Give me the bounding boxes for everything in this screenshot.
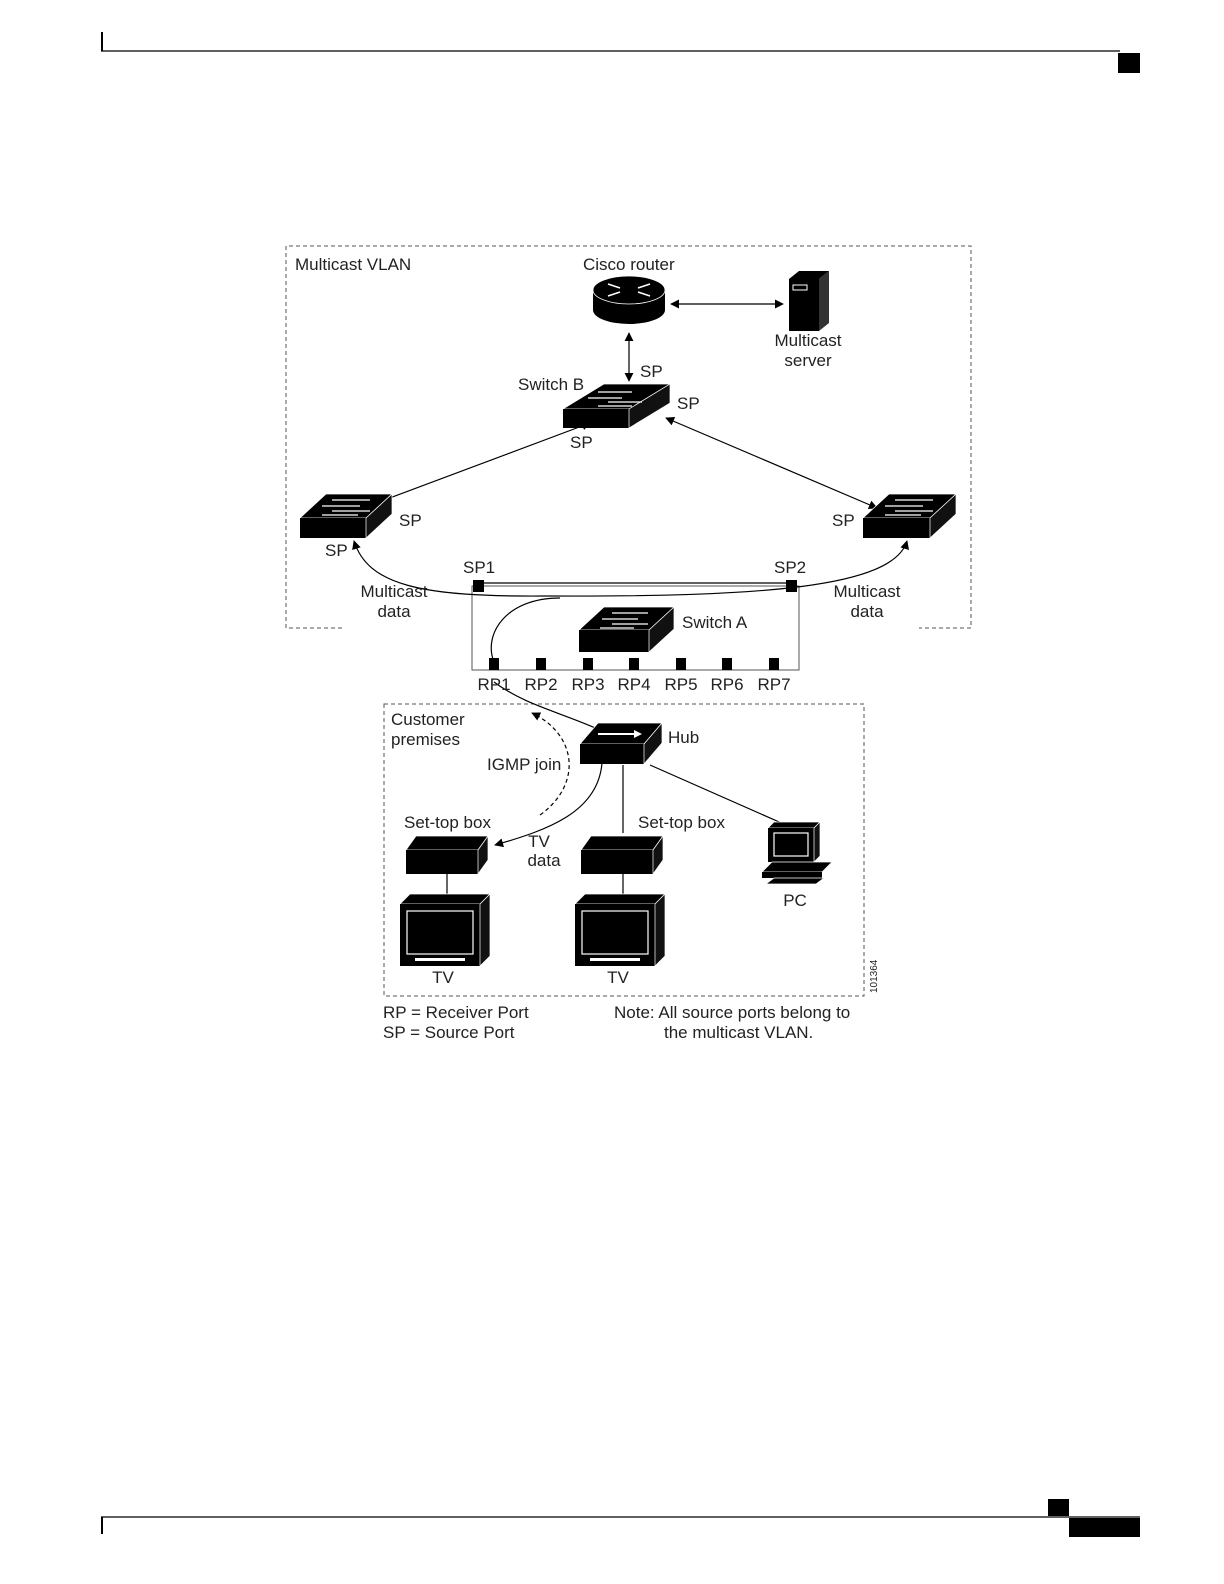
igmp-join-label: IGMP join	[487, 755, 561, 774]
tv-left-icon	[399, 893, 491, 967]
rp1-hub-link	[493, 681, 601, 731]
right-switch-icon	[862, 493, 957, 539]
switch-b-sp-right-label: SP	[677, 394, 700, 413]
rp1-port	[489, 658, 499, 670]
right-multicast-data-line1: Multicast	[833, 582, 900, 601]
set-top-box-right-label: Set-top box	[638, 813, 725, 832]
labels: Multicast VLAN Cisco router Multicast se…	[295, 255, 901, 993]
multicast-data-right-flow	[544, 540, 909, 597]
multicast-vlan-label: Multicast VLAN	[295, 255, 411, 274]
rp3-port	[583, 658, 593, 670]
switch-b-sp-bottom-label: SP	[570, 433, 593, 452]
tv-left-label: TV	[432, 968, 454, 987]
rp5-port	[676, 658, 686, 670]
rp6-port	[722, 658, 732, 670]
rp7-port	[769, 658, 779, 670]
igmp-join-flow	[531, 712, 570, 816]
sp1-rp1-path	[490, 597, 561, 663]
switch-b-right-switch-link	[665, 417, 878, 509]
left-multicast-data-line2: data	[377, 602, 411, 621]
rp1-label: RP1	[477, 675, 510, 694]
page-header	[101, 32, 1140, 73]
figure-id: 101364	[869, 959, 880, 993]
customer-premises-label-line2: premises	[391, 730, 460, 749]
tv-data-label-line1: TV	[528, 832, 550, 851]
left-switch-sp-bottom-label: SP	[325, 541, 348, 560]
multicast-server-label-line2: server	[784, 351, 832, 370]
rp7-label: RP7	[757, 675, 790, 694]
multicast-data-left-flow	[352, 540, 546, 597]
switch-b-sp-top-label: SP	[640, 362, 663, 381]
left-multicast-data-line1: Multicast	[360, 582, 427, 601]
connections	[352, 299, 909, 895]
rp5-label: RP5	[664, 675, 697, 694]
customer-premises-boundary	[383, 703, 865, 997]
tv-data-flow	[494, 762, 603, 848]
rp4-port	[629, 658, 639, 670]
sp1-label: SP1	[463, 558, 495, 577]
tv-data-label-line2: data	[527, 851, 561, 870]
multicast-vlan-boundary	[285, 245, 972, 629]
note-line2: the multicast VLAN.	[664, 1023, 813, 1042]
receiver-port-markers	[489, 658, 779, 670]
hub-label: Hub	[668, 728, 699, 747]
sp2-label: SP2	[774, 558, 806, 577]
set-top-box-right-icon	[580, 834, 664, 876]
sp2-port	[786, 580, 797, 592]
rp4-label: RP4	[617, 675, 650, 694]
pc-label: PC	[783, 891, 807, 910]
note: Note: All source ports belong to the mul…	[614, 1003, 850, 1042]
pc-icon	[761, 821, 833, 885]
rp2-port	[536, 658, 546, 670]
sp1-port	[473, 580, 484, 592]
switch-a-icon	[578, 606, 675, 653]
switch-b-icon	[561, 383, 672, 429]
left-switch-sp-right-label: SP	[399, 511, 422, 530]
customer-premises-label-line1: Customer	[391, 710, 465, 729]
switch-b-label: Switch B	[518, 375, 584, 394]
switch-b-left-switch-link	[370, 421, 591, 507]
right-switch-sp-label: SP	[832, 511, 855, 530]
page-footer	[101, 1499, 1140, 1537]
cisco-router-icon	[592, 275, 666, 324]
legend-sp: SP = Source Port	[383, 1023, 515, 1042]
multicast-server-icon	[789, 271, 829, 331]
legend-rp: RP = Receiver Port	[383, 1003, 529, 1022]
switch-a-label: Switch A	[682, 613, 748, 632]
tv-right-icon	[574, 893, 666, 967]
hub-pc-link	[649, 764, 787, 826]
legend: RP = Receiver Port SP = Source Port	[383, 1003, 529, 1042]
rp6-label: RP6	[710, 675, 743, 694]
hub-icon	[579, 722, 663, 765]
cisco-router-label: Cisco router	[583, 255, 675, 274]
note-line1: Note: All source ports belong to	[614, 1003, 850, 1022]
right-multicast-data-line2: data	[850, 602, 884, 621]
rp2-label: RP2	[524, 675, 557, 694]
left-switch-icon	[299, 493, 393, 539]
rp3-label: RP3	[571, 675, 604, 694]
tv-right-label: TV	[607, 968, 629, 987]
set-top-box-left-label: Set-top box	[404, 813, 491, 832]
multicast-server-label-line1: Multicast	[774, 331, 841, 350]
set-top-box-left-icon	[405, 834, 489, 876]
